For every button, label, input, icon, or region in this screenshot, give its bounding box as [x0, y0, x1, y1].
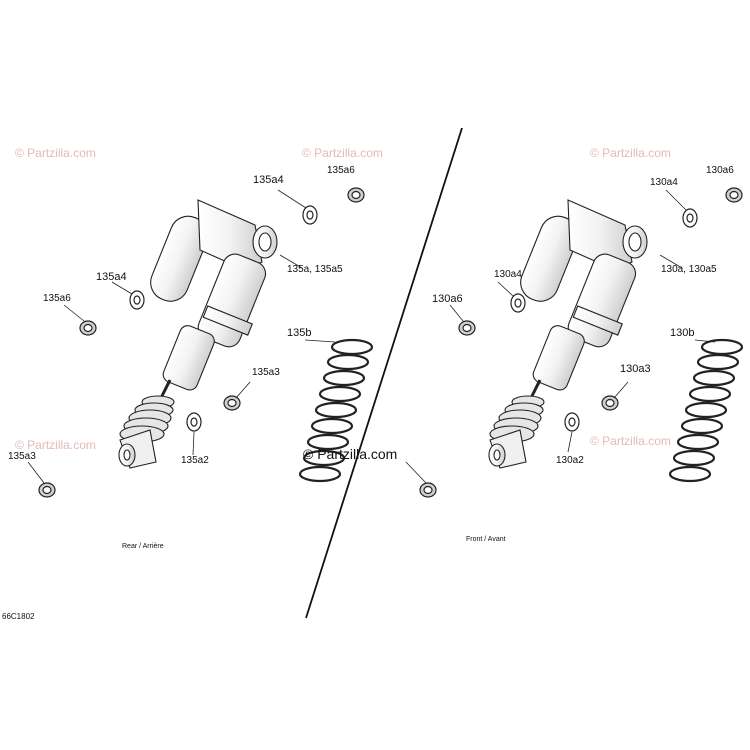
front-assembly [449, 187, 744, 483]
label-front-shock-assembly: 130a, 130a5 [661, 264, 717, 275]
watermark: © Partzilla.com [302, 146, 383, 160]
label-rear-shock-assembly: 135a, 135a5 [287, 264, 343, 275]
label-rear-bushing-left: 135a3 [8, 451, 36, 462]
label-front-cap-top: 130a6 [706, 165, 734, 176]
label-rear-washer-top: 135a4 [253, 174, 284, 186]
watermark: © Partzilla.com [590, 146, 671, 160]
label-rear-washer-left: 135a4 [96, 271, 127, 283]
watermark-center: © Partzilla.com [303, 446, 398, 462]
watermark: © Partzilla.com [15, 438, 96, 452]
label-rear-spring: 135b [287, 327, 312, 339]
label-front-bushing-bottom: 130a2 [556, 455, 584, 466]
label-front-washer-top: 130a4 [650, 177, 678, 188]
watermark: © Partzilla.com [590, 434, 671, 448]
front-caption: Front / Avant [466, 536, 506, 543]
label-front-washer-left: 130a4 [494, 269, 522, 280]
watermark: © Partzilla.com [15, 146, 96, 160]
rear-caption: Rear / Arrière [122, 543, 164, 550]
label-rear-cap-left: 135a6 [43, 293, 71, 304]
diagram-code: 66C1802 [2, 612, 35, 621]
rear-assembly [27, 187, 437, 498]
label-front-cap-left: 130a6 [432, 293, 463, 305]
label-rear-bushing-bottom: 135a2 [181, 455, 209, 466]
label-front-spring: 130b [670, 327, 695, 339]
label-rear-cap-top: 135a6 [327, 165, 355, 176]
divider-line [305, 127, 463, 619]
label-rear-bushing-right: 135a3 [252, 367, 280, 378]
label-front-bushing-right: 130a3 [620, 363, 651, 375]
